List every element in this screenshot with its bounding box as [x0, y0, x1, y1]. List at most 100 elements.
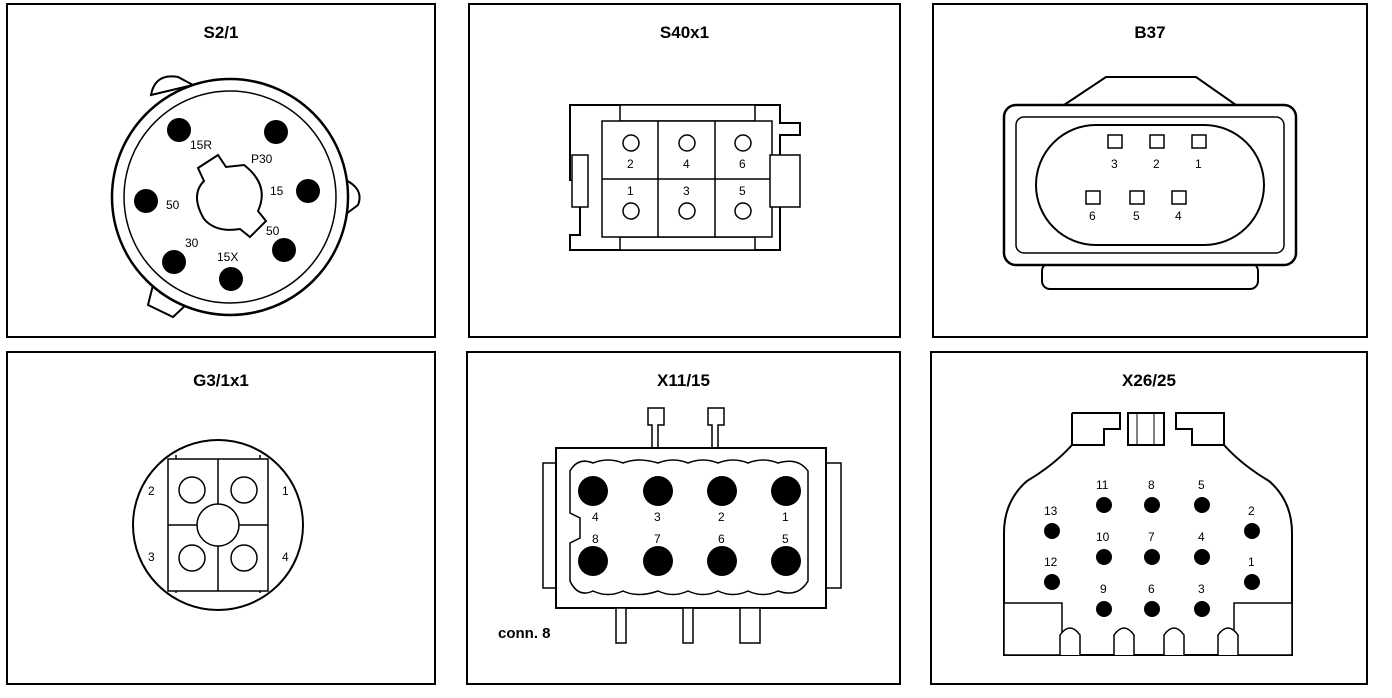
- pin-label: P30: [251, 152, 273, 166]
- connector-panel-x11-15: X11/15 4 3 2 1 8 7 6 5 conn. 8: [466, 351, 901, 685]
- connector-panel-s2-1: S2/1 15R P30 15 50 30 15X 50: [6, 3, 436, 338]
- pin-label: 8: [1148, 478, 1155, 492]
- pin-dot: [296, 179, 320, 203]
- pin-socket: [1149, 134, 1165, 149]
- pin-label: 30: [185, 236, 199, 250]
- pin-label: 13: [1044, 504, 1058, 518]
- pin-dot: [272, 238, 296, 262]
- pin-dot: [1194, 601, 1210, 617]
- connector-diagram-x11-15: 4 3 2 1 8 7 6 5: [542, 407, 842, 644]
- pin-dot: [1194, 497, 1210, 513]
- pin-dot: [1096, 497, 1112, 513]
- pin-label: 7: [654, 532, 661, 546]
- pin-dot: [578, 546, 608, 576]
- pin-dot: [1044, 574, 1060, 590]
- pin-label: 3: [683, 184, 690, 198]
- pin-label: 10: [1096, 530, 1110, 544]
- pin-dot: [1144, 497, 1160, 513]
- pin-label: 12: [1044, 555, 1058, 569]
- pin-label: 15R: [190, 138, 212, 152]
- pin-dot: [1096, 601, 1112, 617]
- pin-label: 6: [1089, 209, 1096, 223]
- pin-dot: [1144, 601, 1160, 617]
- pin-dot: [771, 546, 801, 576]
- connector-diagram-s40x1: 2 4 6 1 3 5: [569, 104, 801, 251]
- connector-panel-s40x1: S40x1 2 4 6 1 3 5: [468, 3, 901, 338]
- pin-hole: [230, 476, 258, 504]
- pin-label: 5: [739, 184, 746, 198]
- pin-label: 4: [592, 510, 599, 524]
- pin-label: 2: [627, 157, 634, 171]
- connector-diagram-g3-1x1: 2 1 3 4: [132, 439, 304, 611]
- pin-hole: [734, 202, 752, 220]
- pin-dot: [707, 546, 737, 576]
- pin-socket: [1129, 190, 1145, 205]
- pin-label: 4: [1175, 209, 1182, 223]
- pin-label: 4: [1198, 530, 1205, 544]
- panel-title: G3/1x1: [193, 371, 249, 390]
- center-hole: [196, 503, 240, 547]
- pin-label: 5: [782, 532, 789, 546]
- pin-hole: [622, 134, 640, 152]
- pin-dot: [771, 476, 801, 506]
- panel-title: S2/1: [203, 23, 239, 42]
- connector-note: conn. 8: [498, 625, 551, 642]
- pin-label: 2: [1153, 157, 1160, 171]
- pin-label: 15: [270, 184, 284, 198]
- pin-label: 6: [739, 157, 746, 171]
- pin-hole: [178, 544, 206, 572]
- pin-hole: [230, 544, 258, 572]
- pin-label: 1: [282, 484, 289, 498]
- pin-hole: [678, 134, 696, 152]
- pin-label: 5: [1198, 478, 1205, 492]
- pin-label: 9: [1100, 582, 1107, 596]
- panel-title: X26/25: [1122, 371, 1176, 390]
- connector-panel-g3-1x1: G3/1x1 2 1 3 4: [6, 351, 436, 685]
- pin-dot: [162, 250, 186, 274]
- pin-label: 50: [166, 198, 180, 212]
- pin-label: 3: [148, 550, 155, 564]
- pin-dot: [134, 189, 158, 213]
- pin-dot: [219, 267, 243, 291]
- pin-dot: [643, 546, 673, 576]
- pin-dot: [1144, 549, 1160, 565]
- connector-diagram-b37: 3 2 1 6 5 4: [1002, 76, 1298, 290]
- pin-label: 1: [1195, 157, 1202, 171]
- connector-panel-b37: B37 3 2 1 6 5 4: [932, 3, 1368, 338]
- pin-label: 2: [148, 484, 155, 498]
- pin-dot: [1244, 574, 1260, 590]
- pin-label: 3: [1111, 157, 1118, 171]
- pin-dot: [1096, 549, 1112, 565]
- pin-hole: [622, 202, 640, 220]
- pin-socket: [1085, 190, 1101, 205]
- panel-title: S40x1: [659, 23, 710, 42]
- pin-socket: [1191, 134, 1207, 149]
- pin-label: 7: [1148, 530, 1155, 544]
- connector-panel-x26-25: X26/25 11 8 5 13 2 10 7 4 12 1 9 6: [930, 351, 1368, 685]
- pin-label: 6: [718, 532, 725, 546]
- pin-label: 11: [1096, 478, 1109, 492]
- pin-label: 4: [282, 550, 289, 564]
- pin-dot: [1244, 523, 1260, 539]
- pin-dot: [1044, 523, 1060, 539]
- pin-label: 6: [1148, 582, 1155, 596]
- pin-socket: [1107, 134, 1123, 149]
- pin-label: 8: [592, 532, 599, 546]
- pin-label: 1: [1248, 555, 1255, 569]
- pin-label: 3: [654, 510, 661, 524]
- pin-socket: [1171, 190, 1187, 205]
- pin-label: 2: [718, 510, 725, 524]
- pin-dot: [1194, 549, 1210, 565]
- pin-label: 15X: [217, 250, 238, 264]
- pin-hole: [178, 476, 206, 504]
- pin-hole: [734, 134, 752, 152]
- pin-label: 2: [1248, 504, 1255, 518]
- pin-dot: [578, 476, 608, 506]
- pin-dot: [264, 120, 288, 144]
- panel-title: B37: [1134, 23, 1166, 42]
- pin-label: 1: [627, 184, 634, 198]
- pin-label: 50: [266, 224, 280, 238]
- pin-label: 3: [1198, 582, 1205, 596]
- pin-label: 4: [683, 157, 690, 171]
- panel-title: X11/15: [657, 371, 710, 390]
